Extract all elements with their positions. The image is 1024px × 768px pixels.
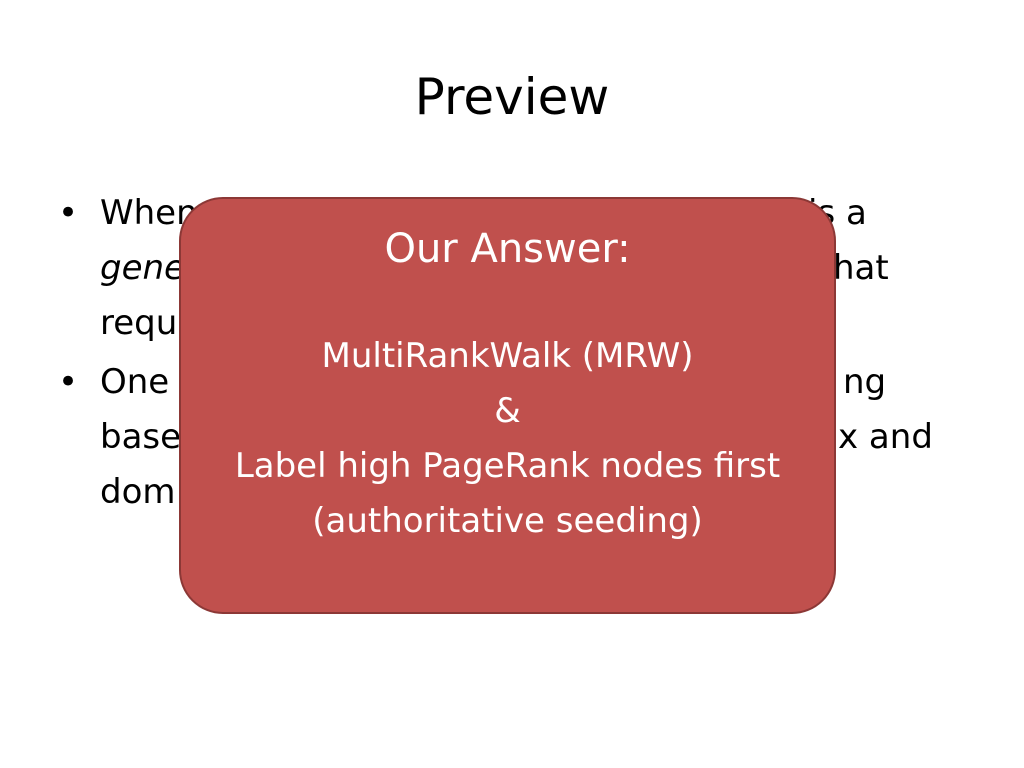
- answer-line-2: &: [494, 391, 521, 431]
- bullet-1-line-2: gene hat: [100, 241, 958, 296]
- answer-callout-box: Our Answer: MultiRankWalk (MRW) & Label …: [179, 197, 836, 614]
- bullet-2-line-3: dom: [100, 472, 176, 512]
- answer-callout-body: MultiRankWalk (MRW) & Label high PageRan…: [181, 329, 834, 549]
- bullet-glyph: •: [58, 193, 79, 233]
- bullet-1-right-fragment-2: hat: [833, 248, 889, 288]
- answer-line-1: MultiRankWalk (MRW): [321, 336, 694, 376]
- answer-line-4: (authoritative seeding): [312, 501, 703, 541]
- bullet-glyph: •: [58, 362, 79, 402]
- bullet-item-2: • One ng base x and dom: [58, 355, 958, 520]
- bullet-2-line-2: base x and: [100, 410, 958, 465]
- answer-line-3: Label high PageRank nodes first: [234, 446, 781, 486]
- bullet-2-right-fragment-2: x and: [838, 417, 933, 457]
- bullet-2-line-1: One ng: [100, 355, 958, 410]
- bullet-2-right-fragment-1: ng: [843, 362, 887, 402]
- slide-title: Preview: [414, 68, 610, 126]
- answer-callout-title: Our Answer:: [384, 226, 631, 272]
- bullet-1-line-3: requ: [100, 303, 178, 343]
